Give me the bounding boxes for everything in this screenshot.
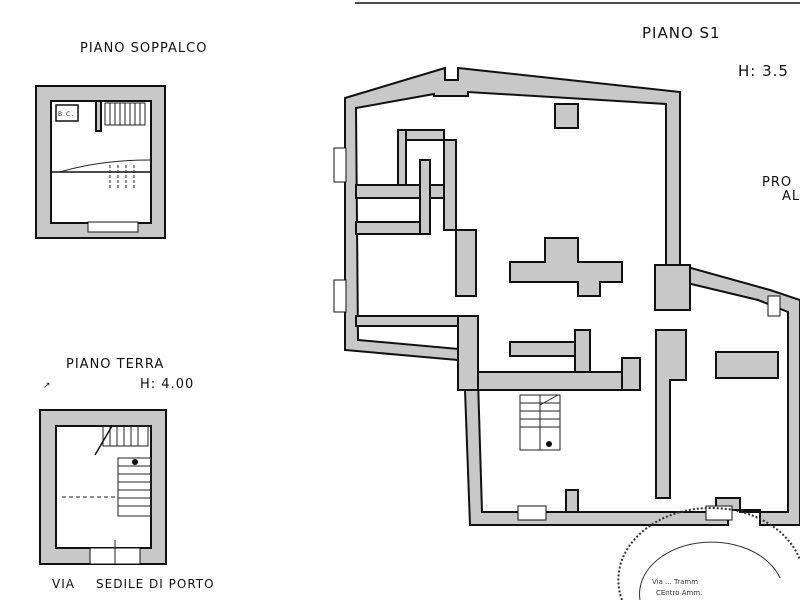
label-piano-terra: PIANO TERRA: [66, 357, 164, 372]
ground-stair-main: [117, 457, 152, 517]
bathroom-box: [55, 104, 79, 122]
window-right-1: [767, 295, 781, 317]
label-via: VIA: [52, 577, 75, 591]
partition-left-5: [405, 129, 445, 141]
mezzanine-lower-stair: [109, 165, 135, 190]
mezzanine-curve: [59, 159, 151, 173]
stamp-line-2: CEntro Amm.: [656, 589, 702, 597]
window-left-2: [333, 279, 347, 313]
partition-mid-3: [477, 371, 623, 391]
mezzanine-outer-wall: [35, 85, 166, 239]
central-cross: [509, 237, 623, 297]
label-right-cut-2: AL: [782, 189, 800, 204]
label-height-terra: H: 4.00: [140, 377, 194, 392]
label-right-cut-1: PRO: [762, 175, 792, 190]
partition-left-6: [443, 139, 457, 231]
label-piano-s1: PIANO S1: [642, 24, 721, 42]
window-bottom-1: [517, 505, 547, 521]
ground-floor-plan: [39, 409, 167, 565]
label-street-name: SEDILE DI PORTO: [96, 577, 215, 591]
stamp-line-1: Via ... Tramm: [652, 578, 698, 586]
partition-top-notch: [554, 103, 579, 129]
label-piano-soppalco: PIANO SOPPALCO: [80, 41, 207, 56]
partition-right-3: [715, 351, 779, 379]
partition-right-2: [655, 329, 687, 499]
partition-left-3: [397, 129, 407, 186]
ground-stair-arrow: [94, 425, 113, 456]
partition-right-1: [654, 264, 691, 311]
partition-mid-1: [355, 315, 471, 327]
mezzanine-plan: B.C.: [35, 85, 166, 239]
partition-left-4: [419, 159, 431, 235]
partition-mid-6: [621, 357, 641, 391]
partition-bottom-pier: [565, 489, 579, 513]
partition-left-2: [355, 221, 421, 235]
ground-stair-top: [102, 425, 149, 447]
partition-mid-5: [574, 329, 591, 373]
mezzanine-window: [87, 221, 139, 233]
partition-mid-2: [457, 315, 479, 391]
partition-mid-4: [509, 341, 581, 357]
mark-arrow: ↗: [43, 381, 52, 391]
official-stamp: Via ... Tramm CEntro Amm.: [617, 506, 800, 600]
window-left-1: [333, 147, 347, 183]
main-stair: [519, 394, 561, 451]
partition-left-7: [455, 229, 477, 297]
label-height-s1: H: 3.5: [738, 62, 789, 80]
mezzanine-partition: [95, 100, 102, 132]
label-bc: B.C.: [58, 111, 74, 118]
main-floor-plan: [333, 66, 800, 526]
mezzanine-stair: [104, 102, 146, 126]
